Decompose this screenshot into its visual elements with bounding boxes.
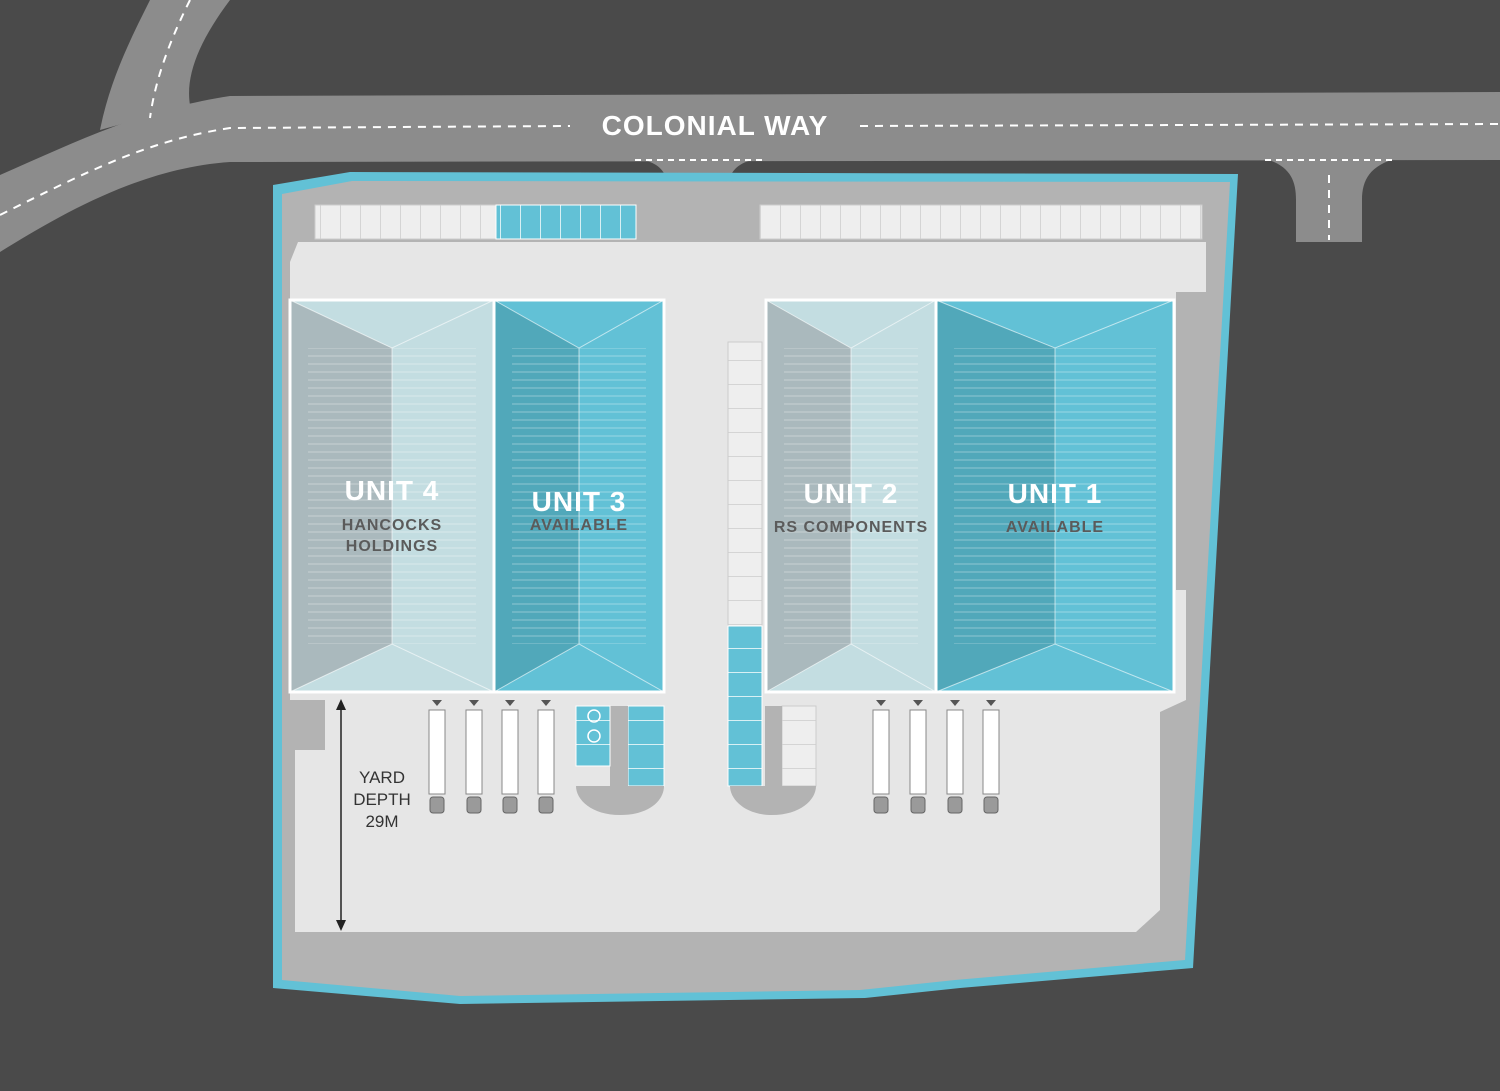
- truck-icon: [872, 700, 890, 814]
- parking-column-centre-available: [727, 625, 763, 787]
- road-network: COLONIAL WAY: [0, 0, 1500, 252]
- unit-4-status: HANCOCKS: [342, 517, 442, 534]
- truck-icon: [428, 700, 446, 814]
- unit-1-name: UNIT 1: [1008, 478, 1103, 509]
- unit-3-name: UNIT 3: [532, 486, 627, 517]
- yard-depth-dimension: YARD DEPTH 29M: [336, 699, 414, 931]
- yard-depth-label-1: YARD: [359, 768, 405, 787]
- truck-icon: [501, 700, 519, 814]
- island-left: [576, 706, 664, 815]
- ev-charger-icon: [587, 709, 601, 743]
- parking-row-top-right: [759, 204, 1203, 240]
- unit-2-building[interactable]: UNIT 2 RS COMPONENTS: [764, 298, 938, 694]
- unit-2-name: UNIT 2: [804, 478, 899, 509]
- unit-2-status: RS COMPONENTS: [774, 519, 928, 536]
- unit-4-building[interactable]: UNIT 4 HANCOCKS HOLDINGS: [288, 298, 496, 694]
- unit-1-building[interactable]: UNIT 1 AVAILABLE: [934, 298, 1176, 694]
- island-right: [730, 706, 816, 815]
- access-road-diagonal: [100, 0, 230, 130]
- unit-4-name: UNIT 4: [345, 475, 440, 506]
- road-name-label: COLONIAL WAY: [602, 110, 829, 141]
- parking-row-top-left: [314, 204, 497, 240]
- truck-icon: [946, 700, 964, 814]
- unit-3-status: AVAILABLE: [530, 517, 628, 534]
- parking-row-top-left-available: [495, 204, 637, 240]
- unit-4-status-line-2: HOLDINGS: [346, 538, 438, 555]
- parking-column-left-available: [627, 705, 665, 787]
- yard-depth-label-2: DEPTH: [353, 790, 411, 809]
- spur-road-right: [1262, 158, 1398, 242]
- parking-column-centre: [727, 341, 763, 627]
- yard-depth-label-3: 29M: [365, 812, 398, 831]
- parking-column-centre-right: [781, 705, 817, 787]
- loading-docks: [428, 700, 1000, 814]
- colonial-way-road: [0, 92, 1500, 252]
- truck-icon: [465, 700, 483, 814]
- truck-icon: [982, 700, 1000, 814]
- truck-icon: [537, 700, 555, 814]
- unit-1-status: AVAILABLE: [1006, 519, 1104, 536]
- truck-icon: [909, 700, 927, 814]
